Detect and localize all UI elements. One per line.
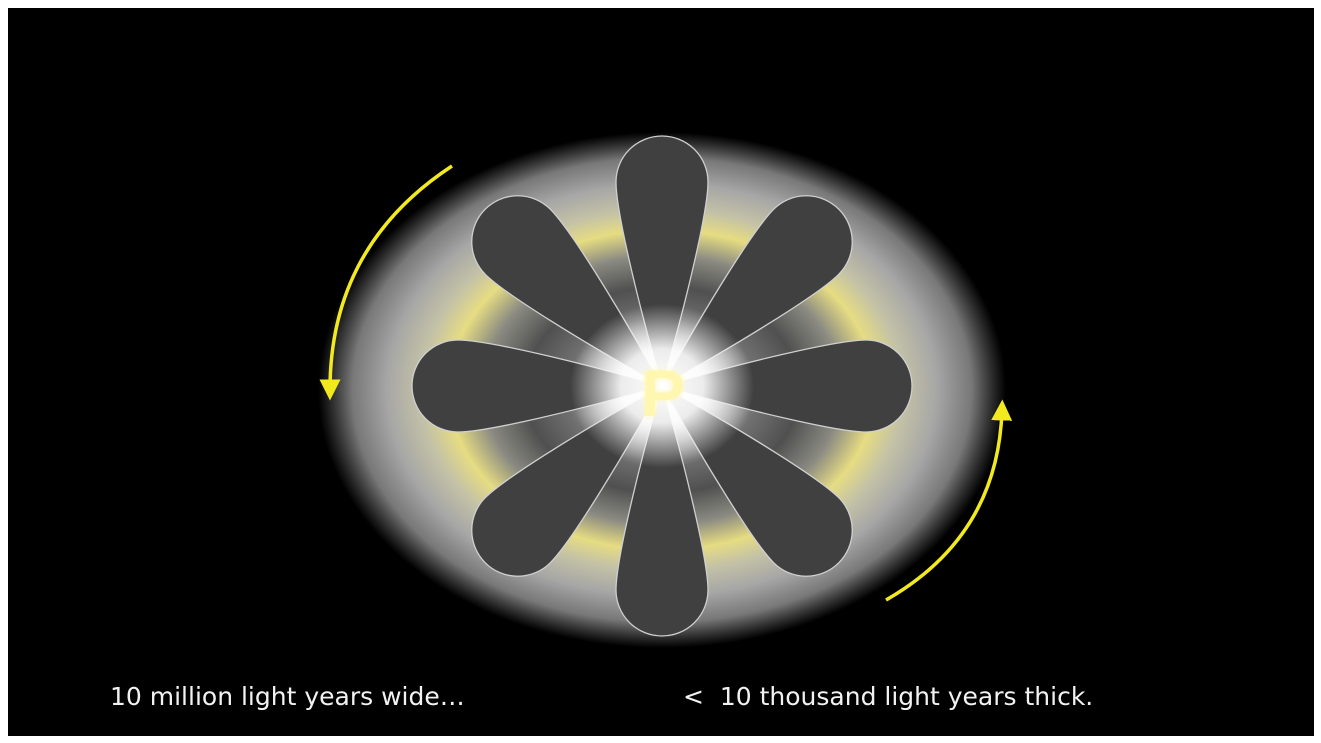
spiral-arm-1	[659, 339, 913, 433]
galaxy-diagram: P	[318, 132, 1013, 648]
center-label: P	[641, 356, 685, 430]
spiral-arm-7	[615, 135, 709, 389]
caption-width: 10 million light years wide…	[110, 682, 465, 711]
spiral-arm-5	[411, 339, 665, 433]
caption-thickness: < 10 thousand light years thick.	[683, 682, 1094, 711]
rotation-arrow-left	[319, 164, 453, 401]
spiral-arm-3	[615, 383, 709, 637]
rotation-arrow-right	[885, 399, 1013, 602]
galactic-core-glow	[570, 304, 754, 468]
slide: P 10 million light years wide… < 10 thou…	[8, 8, 1314, 736]
